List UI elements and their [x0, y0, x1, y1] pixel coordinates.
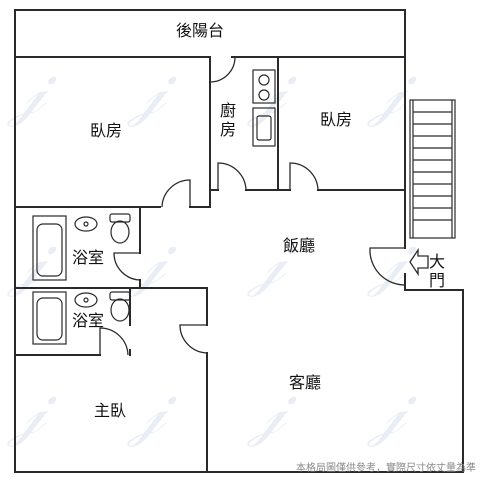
room-label-bedroom-right: 臥房: [320, 110, 353, 129]
door-swing: [113, 252, 141, 281]
washbasin-icon: [74, 216, 98, 232]
door-swing: [369, 247, 406, 286]
toilet-icon: [110, 220, 130, 244]
room-label-master-bedroom: 主臥: [94, 401, 127, 420]
room-label-living: 客廳: [289, 373, 322, 392]
door-swing: [161, 179, 191, 208]
bathtub-icon: [32, 291, 67, 345]
stove-burner: [258, 74, 270, 86]
door-swing: [289, 162, 319, 191]
stove-burner: [258, 89, 270, 101]
staircase: [409, 99, 456, 239]
watermark: 𝒿: [250, 375, 286, 449]
watermark: 𝒿: [130, 55, 166, 129]
sink-icon: [252, 107, 276, 147]
room-label-kitchen: 廚房: [219, 101, 236, 139]
watermark: 𝒿: [250, 225, 286, 299]
toilet-icon: [110, 298, 130, 322]
room-label-bath-upper: 浴室: [72, 248, 105, 267]
stove-icon: [252, 69, 276, 104]
toilet-tank: [109, 213, 131, 223]
watermark: 𝒿: [370, 55, 406, 129]
washbasin-icon: [74, 292, 98, 308]
toilet-tank: [109, 291, 131, 301]
watermark: 𝒿: [370, 225, 406, 299]
room-label-entrance: 大門: [428, 252, 445, 290]
room-label-rear-balcony: 後陽台: [176, 21, 225, 40]
watermark: 𝒿: [130, 225, 166, 299]
door-swing: [179, 324, 208, 354]
room-label-bedroom-left: 臥房: [90, 121, 123, 140]
room-label-bath-lower: 浴室: [72, 311, 105, 330]
door-swing: [209, 56, 236, 83]
door-swing: [99, 327, 129, 356]
disclaimer-text: 本格局圖僅供參考，實際尺寸依丈量為準: [296, 463, 476, 474]
room-label-dining: 飯廳: [283, 236, 316, 255]
bathtub-icon: [32, 215, 67, 281]
door-swing: [217, 162, 247, 191]
watermark: 𝒿: [130, 375, 166, 449]
watermark: 𝒿: [370, 375, 406, 449]
entrance-arrow-icon: [409, 247, 429, 277]
